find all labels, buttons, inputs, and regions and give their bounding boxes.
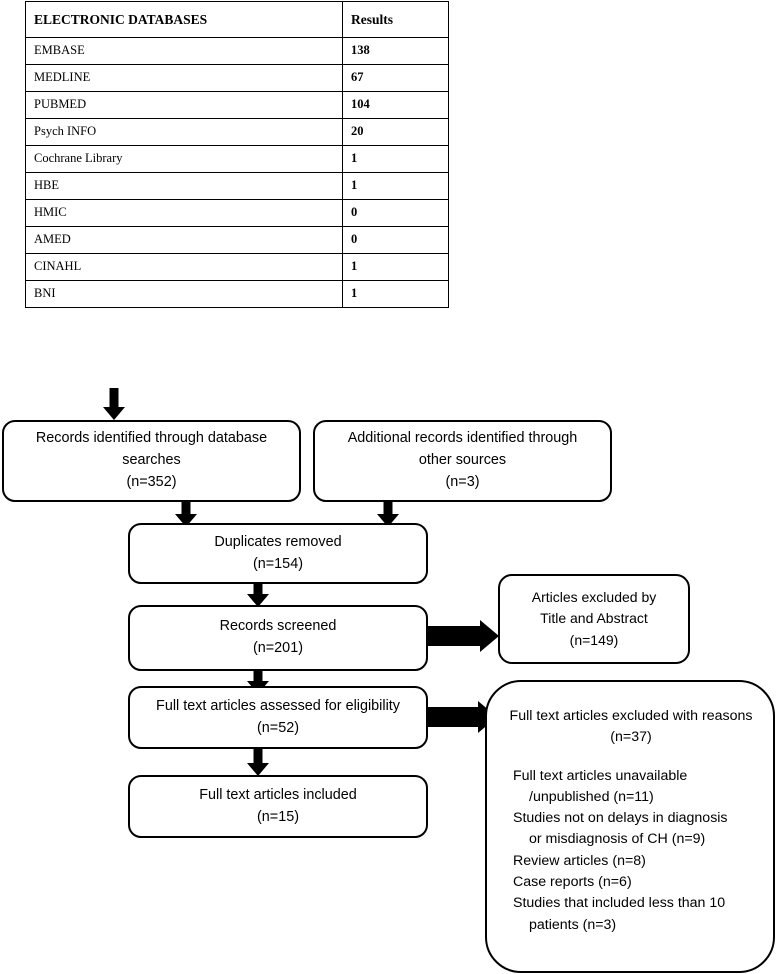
- database-results: 0: [342, 226, 449, 254]
- database-name: PUBMED: [25, 91, 343, 119]
- box-line: (n=201): [252, 640, 303, 656]
- database-results: 20: [342, 118, 449, 146]
- box-line: other sources: [418, 452, 507, 469]
- box-fulltext-excluded-with-reasons: Full text articles excluded with reasons…: [485, 680, 775, 973]
- box-additional-records-other-sources: Additional records identified through ot…: [313, 420, 612, 502]
- box-line: (n=3): [445, 473, 480, 490]
- box-line: Title and Abstract: [540, 610, 648, 627]
- database-results: 0: [342, 199, 449, 227]
- exclusion-reason-line: Case reports (n=6): [513, 874, 632, 891]
- database-name: AMED: [25, 226, 343, 254]
- database-results: 67: [342, 64, 449, 92]
- box-line: Articles excluded by: [531, 589, 657, 606]
- exclusion-heading-line: reasons (n=37): [610, 708, 753, 746]
- box-line: Full text articles assessed for eligibil…: [156, 697, 400, 714]
- electronic-databases-table: ELECTRONIC DATABASES Results EMBASE 138 …: [25, 1, 449, 308]
- box-line: searches: [122, 452, 181, 469]
- table-row: BNI 1: [25, 280, 449, 308]
- table-row: HMIC 0: [25, 199, 449, 227]
- table-row: Psych INFO 20: [25, 118, 449, 146]
- table-row: AMED 0: [25, 226, 449, 254]
- box-line: Records identified through database: [35, 430, 268, 447]
- exclusion-reason-line: Review articles (n=8): [513, 852, 646, 869]
- exclusion-heading-line: Full text articles excluded with: [509, 708, 699, 724]
- database-results: 1: [342, 172, 449, 200]
- exclusion-reason-item: Case reports (n=6): [499, 872, 763, 893]
- table-row: Cochrane Library 1: [25, 145, 449, 173]
- exclusion-reason-line: Full text articles unavailable: [513, 767, 688, 784]
- database-name: EMBASE: [25, 37, 343, 65]
- box-line: Records screened: [219, 618, 337, 635]
- box-line: (n=15): [257, 808, 299, 825]
- database-results: 104: [342, 91, 449, 119]
- box-line: (n=52): [257, 719, 299, 736]
- database-name: Cochrane Library: [25, 145, 343, 173]
- box-fulltext-articles-included: Full text articles included (n=15): [128, 775, 428, 838]
- database-results: 1: [342, 280, 449, 308]
- database-results: 138: [342, 37, 449, 65]
- table-row: PUBMED 104: [25, 91, 449, 119]
- exclusion-reason-item: Review articles (n=8): [499, 851, 763, 872]
- exclusion-heading: Full text articles excluded with reasons…: [499, 706, 763, 749]
- table-header-results: Results: [342, 1, 449, 38]
- database-name: HBE: [25, 172, 343, 200]
- table-row: EMBASE 138: [25, 37, 449, 65]
- table-row: MEDLINE 67: [25, 64, 449, 92]
- database-name: CINAHL: [25, 253, 343, 281]
- exclusion-reason-line: Studies that included less than 10: [513, 895, 726, 912]
- box-line: (n=149): [569, 631, 619, 648]
- table-header-databases: ELECTRONIC DATABASES: [25, 1, 343, 38]
- box-records-screened: Records screened (n=201): [128, 605, 428, 671]
- exclusion-reason-line: /unpublished (n=11): [529, 788, 654, 805]
- box-fulltext-assessed-eligibility: Full text articles assessed for eligibil…: [128, 686, 428, 749]
- table-header-row: ELECTRONIC DATABASES Results: [25, 1, 449, 38]
- box-records-identified-database: Records identified through database sear…: [2, 420, 301, 502]
- exclusion-reason-item: Studies not on delays in diagnosis or mi…: [499, 808, 763, 851]
- box-line: Additional records identified through: [347, 430, 578, 447]
- database-results: 1: [342, 145, 449, 173]
- database-name: Psych INFO: [25, 118, 343, 146]
- arrow-screened-to-excluded-icon: [428, 604, 500, 668]
- database-name: MEDLINE: [25, 64, 343, 92]
- box-line: (n=154): [252, 555, 303, 572]
- table-row: CINAHL 1: [25, 253, 449, 281]
- database-name: HMIC: [25, 199, 343, 227]
- box-line: Duplicates removed: [214, 533, 342, 550]
- database-results: 1: [342, 253, 449, 281]
- exclusion-reason-item: Full text articles unavailable /unpublis…: [499, 766, 763, 809]
- exclusion-reason-item: Studies that included less than 10 patie…: [499, 893, 763, 936]
- database-name: BNI: [25, 280, 343, 308]
- exclusion-reason-line: patients (n=3): [529, 916, 617, 933]
- box-line: Full text articles included: [199, 786, 357, 803]
- exclusion-reason-line: Studies not on delays in diagnosis: [513, 810, 728, 827]
- box-articles-excluded-title-abstract: Articles excluded by Title and Abstract …: [498, 574, 690, 664]
- exclusion-reason-line: or misdiagnosis of CH (n=9): [529, 831, 706, 848]
- box-line: (n=352): [126, 473, 177, 490]
- box-duplicates-removed: Duplicates removed (n=154): [128, 523, 428, 584]
- table-row: HBE 1: [25, 172, 449, 200]
